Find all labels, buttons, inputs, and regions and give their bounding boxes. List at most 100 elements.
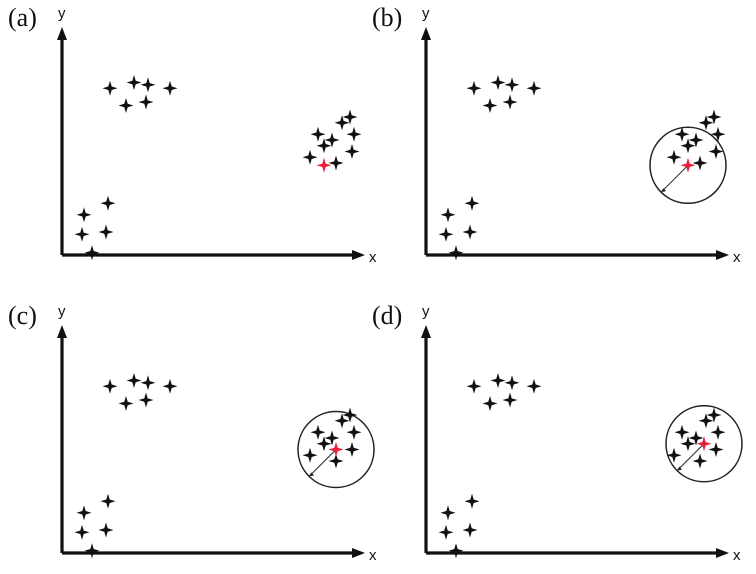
neighborhood-circle — [649, 126, 727, 205]
data-point — [490, 75, 506, 90]
data-point — [680, 436, 696, 452]
arrowhead-icon — [716, 548, 729, 558]
data-point — [680, 138, 696, 154]
data-point — [84, 543, 100, 559]
panel-a: (a) y x — [8, 3, 377, 266]
data-point — [688, 132, 704, 148]
data-point — [84, 245, 100, 261]
data-point — [126, 373, 142, 388]
data-point — [102, 378, 118, 394]
radius-arrowhead-icon — [677, 466, 683, 471]
data-point — [504, 375, 520, 391]
data-point — [162, 378, 178, 394]
data-point — [448, 245, 464, 261]
data-point — [74, 524, 90, 540]
radius-arrowhead-icon — [309, 472, 315, 477]
data-point — [462, 522, 478, 538]
arrowhead-icon — [57, 27, 67, 40]
data-point — [692, 155, 708, 171]
data-points — [438, 75, 727, 261]
neighborhood-circle — [665, 405, 743, 483]
y-axis-label: y — [422, 5, 430, 22]
data-point — [344, 144, 360, 159]
arrowhead-icon — [57, 325, 67, 338]
panel-label: (a) — [8, 3, 37, 32]
data-point — [346, 126, 362, 142]
axes — [421, 27, 729, 260]
neighborhood-circle — [297, 410, 375, 489]
data-point — [328, 155, 344, 171]
data-point — [118, 396, 134, 411]
data-point — [674, 126, 690, 142]
data-point — [302, 149, 318, 165]
data-points — [438, 373, 743, 559]
data-point — [344, 442, 360, 457]
data-point — [334, 115, 350, 131]
data-point — [118, 98, 134, 113]
y-axis-label: y — [422, 303, 430, 320]
radius-arrowhead-icon — [661, 188, 667, 193]
data-point — [138, 392, 154, 408]
data-point — [438, 226, 454, 242]
data-point — [688, 430, 704, 446]
data-point — [710, 424, 726, 440]
data-point — [76, 207, 92, 223]
data-point — [666, 149, 682, 165]
data-point — [666, 447, 682, 463]
data-point — [346, 424, 362, 440]
data-point — [708, 144, 724, 159]
data-point — [526, 378, 542, 394]
highlighted-point — [328, 442, 344, 457]
axes — [421, 325, 729, 558]
data-point — [502, 392, 518, 408]
arrowhead-icon — [421, 27, 431, 40]
highlighted-point — [680, 157, 696, 173]
data-point — [464, 493, 480, 509]
y-axis-label: y — [58, 303, 66, 320]
data-point — [438, 524, 454, 540]
data-point — [324, 430, 340, 446]
data-point — [100, 493, 116, 509]
data-point — [76, 505, 92, 521]
data-point — [710, 126, 726, 142]
data-point — [334, 413, 350, 429]
x-axis-label: x — [369, 547, 377, 564]
data-point — [698, 413, 714, 429]
data-points — [74, 75, 362, 261]
arrowhead-icon — [352, 548, 365, 558]
panel-label: (b) — [372, 3, 402, 32]
y-axis-label: y — [58, 5, 66, 22]
data-point — [482, 396, 498, 411]
data-point — [674, 424, 690, 440]
data-point — [140, 375, 156, 391]
data-point — [466, 378, 482, 394]
data-point — [706, 109, 722, 125]
data-point — [708, 442, 724, 457]
data-point — [342, 407, 358, 423]
data-point — [328, 453, 344, 469]
data-point — [102, 80, 118, 96]
data-point — [706, 407, 722, 423]
data-point — [482, 98, 498, 113]
arrowhead-icon — [716, 250, 729, 260]
data-point — [698, 115, 714, 131]
panel-label: (c) — [8, 301, 37, 330]
data-point — [504, 77, 520, 93]
arrowhead-icon — [421, 325, 431, 338]
data-point — [462, 224, 478, 240]
x-axis-label: x — [733, 249, 741, 266]
data-point — [302, 447, 318, 463]
data-point — [310, 126, 326, 142]
highlighted-point — [696, 436, 712, 452]
data-point — [440, 505, 456, 521]
data-point — [466, 80, 482, 96]
panel-b: (b) y x — [372, 3, 741, 266]
data-point — [316, 138, 332, 154]
highlighted-point — [316, 157, 332, 173]
data-point — [126, 75, 142, 90]
radius-line — [308, 449, 337, 477]
panel-c: (c) y x — [8, 301, 377, 564]
panel-d: (d) y x — [372, 301, 743, 564]
data-point — [526, 80, 542, 96]
